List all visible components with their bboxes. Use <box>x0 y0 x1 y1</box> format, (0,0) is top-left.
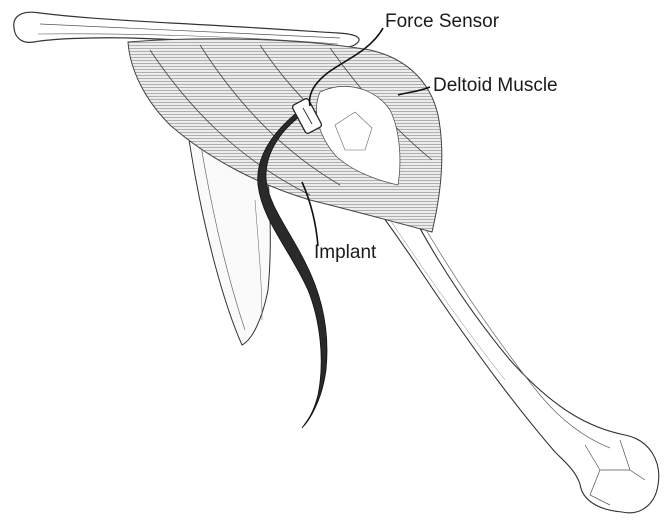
force-sensor-label: Force Sensor <box>385 12 499 31</box>
implant-label: Implant <box>314 243 376 262</box>
deltoid-muscle <box>128 39 442 232</box>
deltoid-muscle-label: Deltoid Muscle <box>433 76 558 95</box>
